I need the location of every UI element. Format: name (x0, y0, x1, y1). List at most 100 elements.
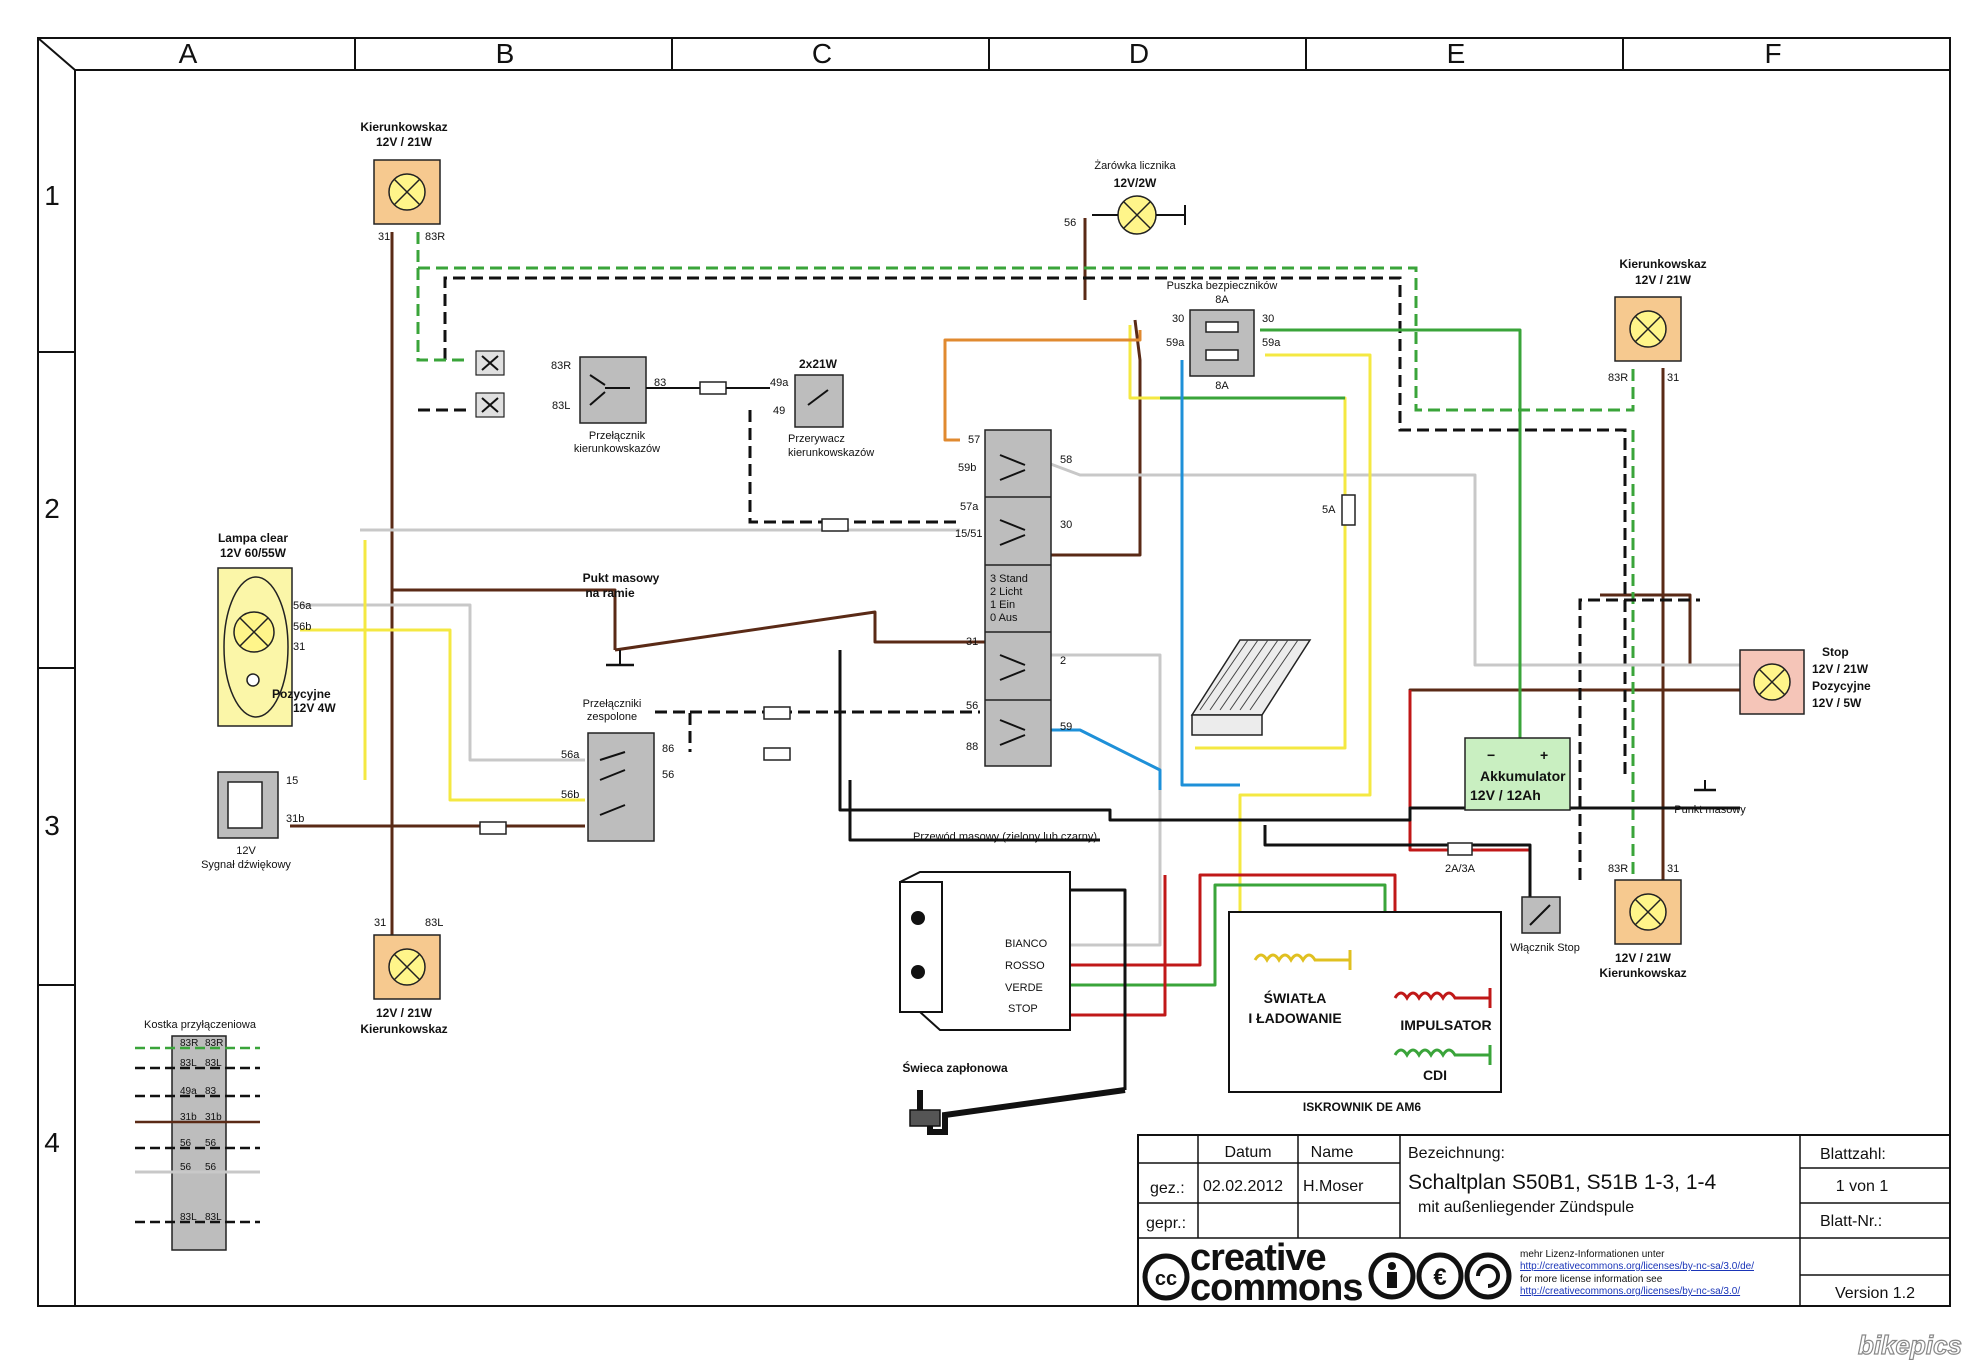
ign-t57a: 57a (960, 501, 979, 513)
horn-label2: Sygnał dźwiękowy (201, 859, 291, 871)
wire-grey-b (1039, 458, 1740, 667)
inline-fuse-stop: 2A/3A (1445, 842, 1476, 875)
turn-lamp-front-right: Kierunkowskaz 12V / 21W 83R 31 (1608, 257, 1707, 384)
headlamp-pos1: Pozycyjne (272, 687, 331, 701)
flasher-label1: Przerywacz (788, 433, 845, 445)
spark-plug: Świeca zapłonowa (902, 1060, 1126, 1135)
turn-lamp-rl-t1: 31 (374, 917, 386, 929)
coil-wire-verde: VERDE (1005, 982, 1043, 994)
wire-blackdash-stoplamp (1578, 598, 1700, 880)
svg-text:€: € (1433, 1264, 1446, 1291)
noncommercial-icon (1416, 1252, 1464, 1300)
watermark-logo: bikepics (1858, 1330, 1962, 1360)
grid-row-3: 3 (44, 810, 60, 841)
magneto-coil2: IMPULSATOR (1400, 1017, 1491, 1033)
flasher-t49: 49 (773, 405, 785, 417)
ign-t59b: 59b (958, 462, 976, 474)
combo-t56a: 56a (561, 749, 580, 761)
ign-t58: 58 (1060, 454, 1072, 466)
turn-lamp-fr-title: Kierunkowskaz (1619, 257, 1706, 271)
tb-version: Version 1.2 (1835, 1285, 1915, 1302)
ground-wire-label: Przewód masowy (zielony lub czarny) (913, 831, 1097, 843)
turn-switch-label1: Przełącznik (589, 430, 646, 442)
fuse-t30-left: 30 (1172, 313, 1184, 325)
grid-row-4: 4 (44, 1127, 60, 1158)
stop-lamp-label2: Pozycyjne (1812, 679, 1871, 693)
turn-switch-label2: kierunkowskazów (574, 443, 660, 455)
wire-black-stopsw (1263, 825, 1532, 900)
grid-col-d: D (1129, 38, 1149, 69)
connector-row-7-l: 83L (180, 1212, 197, 1223)
tb-designation-line1: Schaltplan S50B1, S51B 1-3, 1-4 (1408, 1171, 1717, 1194)
frame-ground-label: Punkt masowy (1674, 804, 1746, 816)
connector-row-7-r: 83L (205, 1212, 222, 1223)
turn-lamp-fr-t2: 31 (1667, 372, 1679, 384)
battery-label1: Akkumulator (1480, 768, 1566, 784)
speedometer-bulb: Żarówka licznika 12V/2W 56 (1064, 159, 1186, 235)
inline-connectors (479, 518, 849, 835)
resistor-rating: 5A (1322, 504, 1336, 516)
coil-wire-rosso: ROSSO (1005, 960, 1045, 972)
turn-lamp-rr-title: Kierunkowskaz (1599, 966, 1686, 980)
wire-yellow-stator (1238, 353, 1372, 960)
turn-lamp-front-left: Kierunkowskaz 12V / 21W 31 83R (360, 120, 447, 243)
connector-block-title: Kostka przyłączeniowa (144, 1019, 257, 1031)
headlamp: Lampa clear 12V 60/55W 56a 56b 31 Pozycy… (217, 531, 336, 727)
regulator-heatsink (1190, 639, 1312, 736)
tb-col-date: Datum (1224, 1144, 1271, 1161)
turn-lamp-fr-t1: 83R (1608, 372, 1628, 384)
wire-brown-ign-fuse (1040, 319, 1142, 557)
wire-yellow-headlamp (300, 628, 585, 802)
tb-license-link-de[interactable]: http://creativecommons.org/licenses/by-n… (1520, 1261, 1754, 1272)
horn-label1: 12V (236, 845, 256, 857)
sharealike-icon (1464, 1252, 1512, 1300)
speedo-rating: 12V/2W (1114, 176, 1157, 190)
turn-switch-t83: 83 (654, 377, 666, 389)
ground-point-frame: Pukt masowy na ramie (583, 571, 660, 667)
connector-row-1-r: 83R (205, 1038, 223, 1049)
connector-row-5-l: 56 (180, 1138, 192, 1149)
connector-row-2-l: 83L (180, 1058, 197, 1069)
connector-row-6-r: 56 (205, 1162, 217, 1173)
turn-lamp-rr-rating: 12V / 21W (1615, 951, 1672, 965)
ground-point-label1: Pukt masowy (583, 571, 660, 585)
wire-black-mass (848, 780, 1100, 842)
ground-point-label2: na ramie (585, 586, 635, 600)
ignition-coil: BIANCO ROSSO VERDE STOP (899, 871, 1071, 1031)
speedo-title: Żarówka licznika (1094, 159, 1176, 172)
horn: 15 31b 12V Sygnał dźwiękowy (201, 771, 304, 871)
fuse-t59a-left: 59a (1166, 337, 1185, 349)
magneto-coil1a: ŚWIATŁA (1264, 989, 1327, 1006)
wire-red-stop (1065, 875, 1167, 1017)
ignition-switch: 57 59b 58 57a 15/51 30 3 Stand 2 Licht 1… (955, 429, 1072, 767)
tb-license-link-en[interactable]: http://creativecommons.org/licenses/by-n… (1520, 1286, 1740, 1297)
ign-pos-1: 1 Ein (990, 599, 1015, 611)
connector-row-4-r: 31b (205, 1112, 222, 1123)
combo-switch-label2: zespolone (587, 711, 637, 723)
turn-lamp-fl-t1: 31 (378, 231, 390, 243)
turn-lamp-fr-rating: 12V / 21W (1635, 273, 1692, 287)
stop-lamp-title: Stop (1822, 645, 1849, 659)
lamp-icon (373, 934, 441, 1000)
magneto-title: ISKROWNIK DE AM6 (1303, 1100, 1422, 1114)
stop-lamp-rating2: 12V / 5W (1812, 696, 1862, 710)
wire-grey-coil (1040, 653, 1162, 947)
stop-switch-label: Włącznik Stop (1510, 942, 1580, 954)
battery-minus: − (1487, 747, 1495, 763)
turn-lamp-rl-rating: 12V / 21W (376, 1006, 433, 1020)
coil-wire-bianco: BIANCO (1005, 938, 1048, 950)
connector-row-1-l: 83R (180, 1038, 198, 1049)
speedo-t56: 56 (1064, 217, 1076, 229)
grid-col-b: B (496, 38, 515, 69)
turn-lamp-rr-t2: 31 (1667, 863, 1679, 875)
grid-labels: A B C D E F 1 2 3 4 (44, 38, 1781, 1158)
headlamp-pos2: 12V 4W (293, 701, 336, 715)
wire-brown-batt (1408, 688, 1740, 810)
ign-t56: 56 (966, 700, 978, 712)
wire-blue-cdi (1180, 360, 1240, 787)
wire-greendash-left (416, 268, 470, 362)
battery-plus: + (1540, 747, 1548, 763)
frame-ground-right: Punkt masowy (1674, 780, 1746, 816)
ign-t88: 88 (966, 741, 978, 753)
battery: − + Akkumulator 12V / 12Ah (1464, 737, 1571, 811)
